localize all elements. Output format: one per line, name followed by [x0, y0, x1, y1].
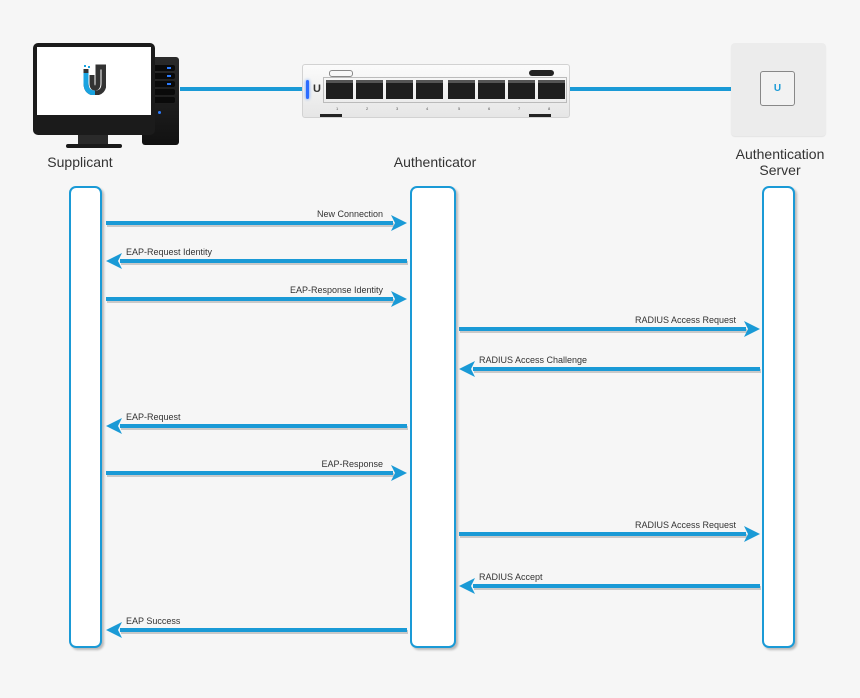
cable-supplicant-authenticator — [180, 87, 305, 91]
message-arrow — [459, 321, 760, 337]
arrowhead-left-icon — [106, 622, 122, 638]
port-number-label: 6 — [488, 106, 491, 111]
arrowhead-left-icon — [106, 253, 122, 269]
port-number-label: 2 — [366, 106, 369, 111]
cable-authenticator-server — [566, 87, 736, 91]
message-arrow — [106, 465, 407, 481]
arrow-shaft — [459, 532, 746, 536]
message-arrow — [459, 526, 760, 542]
arrowhead-left-icon — [459, 361, 475, 377]
arrow-shaft — [120, 259, 407, 263]
ethernet-port-icon — [448, 80, 475, 99]
ethernet-port-icon — [478, 80, 505, 99]
supplicant-device — [30, 40, 190, 150]
lifeline-authenticator — [410, 186, 456, 648]
message-arrow — [106, 253, 408, 269]
node-label-server: Authentication Server — [720, 146, 840, 178]
port-number-label: 4 — [426, 106, 429, 111]
ubiquiti-logo-icon — [82, 63, 106, 95]
message-label: EAP-Request — [126, 412, 181, 422]
switch-logo-icon: U — [313, 83, 321, 95]
port-number-label: 1 — [336, 106, 339, 111]
port-group: 1 2 3 4 5 6 7 8 — [323, 77, 567, 111]
ethernet-port-icon — [386, 80, 413, 99]
poe-badge — [329, 70, 353, 77]
arrowhead-right-icon — [744, 526, 760, 542]
message-label: EAP-Response — [321, 459, 383, 469]
server-logo-icon: U — [760, 71, 795, 106]
port-number-label: 3 — [396, 106, 399, 111]
message-label: RADIUS Accept — [479, 572, 543, 582]
server-device: U — [731, 43, 826, 136]
ethernet-port-icon — [538, 80, 565, 99]
node-label-server-line2: Server — [759, 162, 801, 178]
authenticator-device: U 1 2 3 4 5 6 7 8 — [302, 64, 570, 118]
arrow-shaft — [120, 628, 407, 632]
arrowhead-left-icon — [459, 578, 475, 594]
uplink-badge — [529, 70, 554, 76]
message-label: EAP-Request Identity — [126, 247, 213, 257]
arrow-shaft — [459, 327, 746, 331]
port-number-label: 5 — [458, 106, 461, 111]
message-label: New Connection — [316, 209, 383, 219]
monitor-icon — [33, 43, 155, 135]
node-label-authenticator: Authenticator — [393, 154, 477, 170]
arrow-shaft — [106, 221, 393, 225]
message-arrow — [106, 215, 407, 231]
port-number-label: 7 — [518, 106, 521, 111]
lifeline-supplicant — [69, 186, 102, 648]
arrow-shaft — [473, 584, 760, 588]
arrowhead-right-icon — [391, 215, 407, 231]
arrow-shaft — [106, 297, 393, 301]
arrow-shaft — [120, 424, 407, 428]
message-arrow — [459, 578, 761, 594]
arrowhead-left-icon — [106, 418, 122, 434]
message-label: EAP-Response Identity — [289, 285, 383, 295]
message-arrow — [459, 361, 761, 377]
message-arrow — [106, 622, 408, 638]
arrow-shaft — [473, 367, 760, 371]
arrowhead-right-icon — [744, 321, 760, 337]
message-label: RADIUS Access Request — [634, 315, 736, 325]
arrow-shaft — [106, 471, 393, 475]
monitor-screen — [37, 47, 151, 115]
ethernet-port-icon — [416, 80, 443, 99]
node-label-supplicant: Supplicant — [47, 154, 113, 170]
arrowhead-right-icon — [391, 465, 407, 481]
message-arrow — [106, 291, 407, 307]
message-label: RADIUS Access Challenge — [479, 355, 588, 365]
node-label-server-line1: Authentication — [735, 146, 825, 162]
status-led-icon — [306, 80, 309, 99]
arrowhead-right-icon — [391, 291, 407, 307]
ethernet-port-icon — [508, 80, 535, 99]
monitor-stand — [78, 135, 108, 144]
ethernet-port-icon — [326, 80, 353, 99]
message-arrow — [106, 418, 408, 434]
port-number-label: 8 — [548, 106, 551, 111]
lifeline-server — [762, 186, 795, 648]
monitor-base — [66, 144, 122, 148]
ethernet-port-icon — [356, 80, 383, 99]
message-label: RADIUS Access Request — [634, 520, 736, 530]
message-label: EAP Success — [126, 616, 181, 626]
